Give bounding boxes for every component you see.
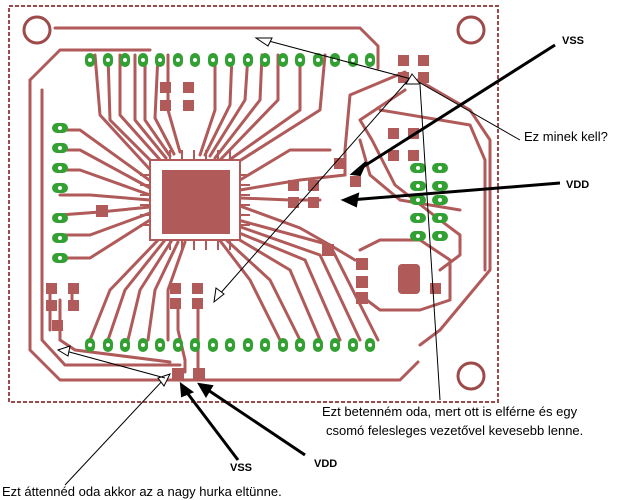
right-header-pin bbox=[410, 195, 426, 205]
label-vdd-right: VDD bbox=[566, 179, 589, 191]
bottom-header-pin bbox=[225, 338, 235, 352]
smd-pads bbox=[46, 55, 441, 380]
top-header-pin bbox=[190, 53, 200, 67]
label-note-bottom: Ezt áttennéd oda akkor az a nagy hurka e… bbox=[2, 484, 282, 499]
annotation-arrows bbox=[56, 37, 561, 486]
right-header-pin bbox=[432, 163, 448, 173]
top-header-pin bbox=[155, 53, 165, 67]
bottom-header-pin bbox=[313, 338, 323, 352]
left-header-pin bbox=[52, 163, 68, 173]
bottom-header-pin bbox=[348, 338, 358, 352]
right-header-pin bbox=[432, 213, 448, 223]
right-header-pin bbox=[410, 181, 426, 191]
bottom-header-pin bbox=[365, 338, 375, 352]
bottom-header-pin bbox=[138, 338, 148, 352]
bottom-header-pin bbox=[208, 338, 218, 352]
top-header-pin bbox=[208, 53, 218, 67]
label-vss-top: VSS bbox=[562, 35, 584, 47]
bottom-header-pin bbox=[330, 338, 340, 352]
bottom-header-pin bbox=[155, 338, 165, 352]
bottom-header-pin bbox=[243, 338, 253, 352]
right-header-pin bbox=[432, 195, 448, 205]
bottom-header-pin bbox=[120, 338, 130, 352]
left-header-pin bbox=[52, 123, 68, 133]
top-header-pin bbox=[138, 53, 148, 67]
top-header-pin bbox=[313, 53, 323, 67]
label-question: Ez minek kell? bbox=[524, 129, 608, 144]
right-header-pin bbox=[410, 163, 426, 173]
bottom-header-pin bbox=[173, 338, 183, 352]
label-vss-bottom: VSS bbox=[230, 462, 252, 474]
top-header-pin bbox=[365, 53, 375, 67]
left-header-pin bbox=[52, 213, 68, 223]
board-outline bbox=[8, 5, 499, 403]
right-header-pin bbox=[432, 181, 448, 191]
label-note-right-1: Ezt betenném oda, mert ott is elférne és… bbox=[322, 404, 578, 419]
bottom-header-pin bbox=[85, 338, 95, 352]
top-header-pin bbox=[85, 53, 95, 67]
bottom-header-pin bbox=[278, 338, 288, 352]
left-header-pin bbox=[52, 183, 68, 193]
top-header-pin bbox=[243, 53, 253, 67]
left-header-pin bbox=[52, 143, 68, 153]
bottom-header-pin bbox=[190, 338, 200, 352]
top-header-pin bbox=[260, 53, 270, 67]
right-header-pin bbox=[410, 231, 426, 241]
label-note-right-2: csomó felesleges vezetővel kevesebb lenn… bbox=[326, 423, 583, 438]
central-chip bbox=[149, 159, 241, 241]
top-header-pin bbox=[278, 53, 288, 67]
top-header-pin bbox=[103, 53, 113, 67]
top-header-pin bbox=[225, 53, 235, 67]
top-header-pin bbox=[120, 53, 130, 67]
chip-pins bbox=[140, 150, 250, 250]
top-header-pin bbox=[348, 53, 358, 67]
through-hole-pads bbox=[52, 53, 448, 352]
left-header-pin bbox=[52, 253, 68, 263]
bottom-header-pin bbox=[103, 338, 113, 352]
right-header-pin bbox=[410, 213, 426, 223]
bottom-header-pin bbox=[260, 338, 270, 352]
label-vdd-bottom: VDD bbox=[314, 458, 337, 470]
mounting-holes bbox=[22, 15, 486, 391]
bottom-header-pin bbox=[295, 338, 305, 352]
left-header-pin bbox=[52, 233, 68, 243]
right-header-pin bbox=[432, 231, 448, 241]
top-header-pin bbox=[330, 53, 340, 67]
top-header-pin bbox=[295, 53, 305, 67]
top-header-pin bbox=[173, 53, 183, 67]
